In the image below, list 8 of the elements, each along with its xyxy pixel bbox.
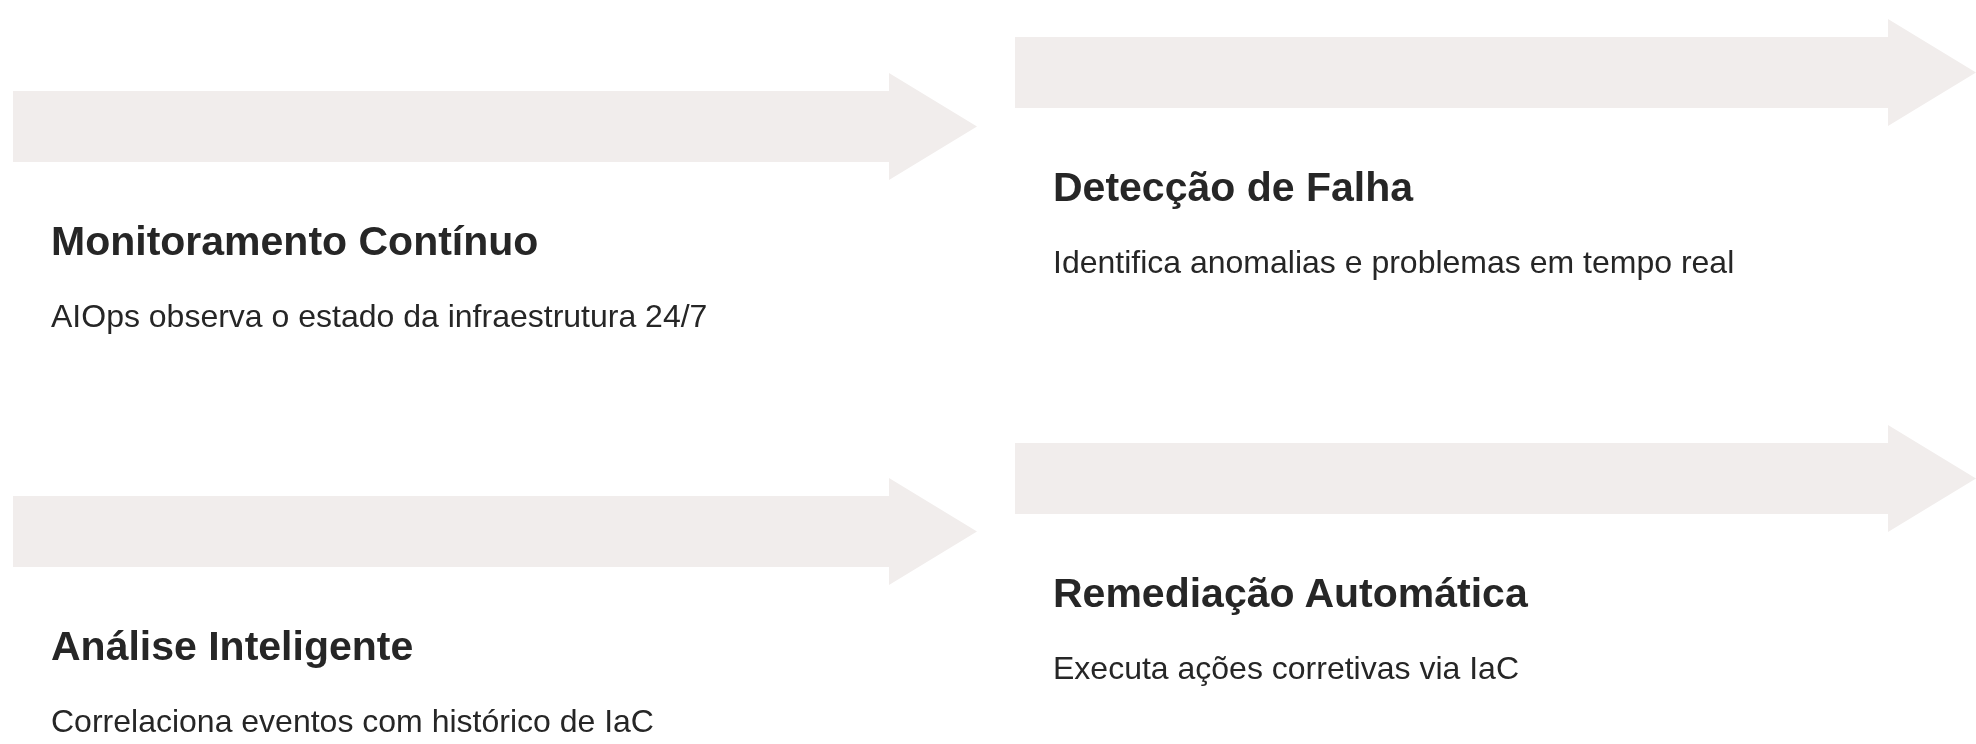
- step-title: Remediação Automática: [1053, 570, 1528, 617]
- step-description: AIOps observa o estado da infraestrutura 24/7: [51, 298, 708, 335]
- step-title: Análise Inteligente: [51, 623, 414, 670]
- step-title: Detecção de Falha: [1053, 164, 1414, 211]
- step-description: Executa ações corretivas via IaC: [1053, 650, 1519, 687]
- step-description: Correlaciona eventos com histórico de IaC: [51, 703, 654, 740]
- step-description: Identifica anomalias e problemas em tempo real: [1053, 244, 1735, 281]
- step-title: Monitoramento Contínuo: [51, 218, 539, 265]
